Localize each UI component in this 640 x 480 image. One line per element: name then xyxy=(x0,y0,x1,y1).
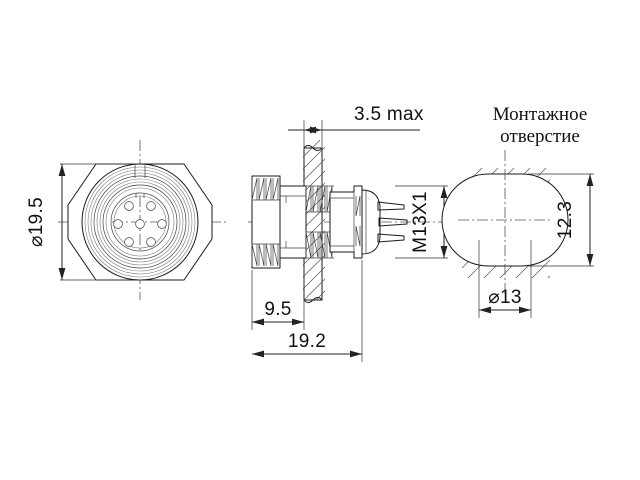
contact-pin xyxy=(146,237,156,247)
front-view-shell-ring-4 xyxy=(93,175,187,269)
mounting-hole-view: Монтажное отверстие xyxy=(441,104,594,318)
dimension-hole-flats: 12.3 xyxy=(528,173,594,267)
mounting-nut xyxy=(329,185,363,259)
dim123-arrow-down xyxy=(586,254,594,266)
dim123-arrow-up xyxy=(586,174,594,186)
front-view-shell-ring-1 xyxy=(84,166,196,278)
front-view-keyway xyxy=(135,194,145,198)
dim192-arrow-left xyxy=(252,350,264,358)
dim13-arrow-left xyxy=(479,306,491,314)
barrel-thread-lower xyxy=(251,243,280,267)
contact-pin xyxy=(113,219,123,229)
panel-break-bottom xyxy=(303,297,323,303)
panel-thread-lower xyxy=(305,231,334,259)
thread-arrow-down xyxy=(440,246,448,258)
dim-label-thread-spec: M13X1 xyxy=(410,191,431,253)
dimension-thread-spec: M13X1 xyxy=(395,185,448,259)
dim-arrow-left xyxy=(310,126,322,134)
dim95-arrow-right xyxy=(292,318,304,326)
barrel-shoulder xyxy=(277,185,307,259)
thread-arrow-up xyxy=(440,186,448,198)
front-view-shell-ring-8 xyxy=(105,187,175,257)
front-view-shell-ring-2 xyxy=(87,169,193,275)
panel-thread-section xyxy=(305,185,334,259)
side-section-view: 3.5 max M13X1 9.5 xyxy=(248,104,452,362)
solder-tail xyxy=(377,201,405,211)
dim-arrow-down xyxy=(58,268,66,280)
front-view-shell-ring-7 xyxy=(102,184,178,260)
contact-pin-center xyxy=(135,219,145,229)
solder-tail xyxy=(377,233,405,243)
panel-break-top xyxy=(303,145,323,151)
contact-pin xyxy=(124,201,134,211)
dimension-front-diameter: ⌀19.5 xyxy=(26,163,140,281)
front-view: ⌀19.5 xyxy=(26,140,228,300)
front-view-shell-ring-6 xyxy=(99,181,181,263)
rear-insulator-body xyxy=(361,189,381,255)
front-view-key-slot xyxy=(134,164,146,178)
nut-body xyxy=(329,185,363,259)
nut-thread-marks xyxy=(355,195,361,247)
dim192-arrow-right xyxy=(350,350,362,358)
dim-label-front-diameter: ⌀19.5 xyxy=(26,197,47,247)
contact-pin xyxy=(157,219,167,229)
dim-arrow-up xyxy=(58,164,66,176)
contact-pin xyxy=(146,201,156,211)
dim95-arrow-left xyxy=(252,318,264,326)
dimension-total-length: 19.2 xyxy=(252,260,363,362)
dim13-arrow-right xyxy=(519,306,531,314)
solder-tail xyxy=(378,217,408,227)
front-view-shell-ring-5 xyxy=(96,178,184,266)
dimension-barrel-length: 9.5 xyxy=(251,262,305,330)
front-view-shell-ring-3 xyxy=(90,172,190,272)
contact-pin xyxy=(124,237,134,247)
front-view-contact-pins xyxy=(113,201,167,247)
dim-label-flange-thickness: 3.5 max xyxy=(354,104,424,125)
front-threaded-barrel xyxy=(251,175,307,269)
mounting-hole-caption-line1: Монтажное xyxy=(493,104,588,125)
dim-label-hole-diameter: ⌀13 xyxy=(488,287,521,308)
rear-body-and-tails xyxy=(361,189,408,255)
dim-label-total-length: 19.2 xyxy=(288,331,326,352)
dimension-hole-diameter: ⌀13 xyxy=(478,240,532,318)
dimension-flange-thickness: 3.5 max xyxy=(288,104,424,150)
mounting-hole-caption-line2: отверстие xyxy=(500,126,580,147)
dim-label-barrel-length: 9.5 xyxy=(264,299,291,320)
panel-thread-upper xyxy=(305,185,334,213)
barrel-thread-upper xyxy=(251,177,280,201)
dim-label-hole-flats: 12.3 xyxy=(555,201,576,239)
